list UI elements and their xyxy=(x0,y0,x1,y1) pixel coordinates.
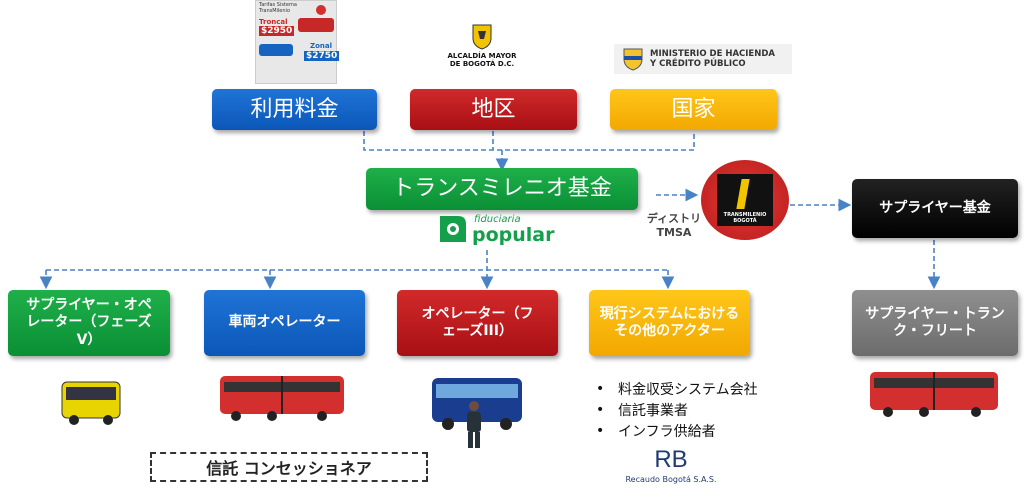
poster-zonal-price: $2750 xyxy=(304,51,340,61)
tmsa-stripe-icon xyxy=(736,179,750,209)
fiduciaria-big: popular xyxy=(472,224,555,246)
person-icon xyxy=(467,401,481,448)
vehicle-operator-box: 車両オペレーター xyxy=(204,290,365,356)
poster-troncal-label: Troncal xyxy=(259,18,288,26)
list-item-label: インフラ供給者 xyxy=(618,423,716,440)
poster-zonal-label: Zonal xyxy=(310,42,332,50)
list-item: •料金収受システム会社 xyxy=(596,380,758,398)
rb-small: Recaudo Bogotá S.A.S. xyxy=(625,475,717,484)
tmsa-line2: TMSA xyxy=(656,226,692,240)
tmsa-emblem: TRANSMILENIO BOGOTÁ xyxy=(717,174,773,226)
list-item: •信託事業者 xyxy=(596,401,688,419)
ministerio-line2: Y CRÉDITO PÚBLICO xyxy=(650,59,746,69)
fiduciaria-popular-logo: fiduciaria popular xyxy=(436,212,556,246)
bus-icon xyxy=(61,381,121,425)
ministerio-logo: MINISTERIO DE HACIENDA Y CRÉDITO PÚBLICO xyxy=(614,44,792,74)
alcaldia-line1: ALCALDÍA MAYOR xyxy=(447,52,517,60)
fare-poster: Tarifas Sistema TransMilenio Troncal $29… xyxy=(255,0,340,84)
bus-icon xyxy=(870,372,998,417)
supplier-fleet-box: サプライヤー・トランク・フリート xyxy=(852,290,1018,356)
list-item: •インフラ供給者 xyxy=(596,422,716,440)
list-item-label: 信託事業者 xyxy=(618,402,688,419)
tmsa-logo: TRANSMILENIO BOGOTÁ xyxy=(701,160,789,240)
transmilenio-fund-box: トランスミレニオ基金 xyxy=(366,168,638,210)
alcaldia-line2: DE BOGOTÁ D.C. xyxy=(449,60,515,68)
rb-logo: RB Recaudo Bogotá S.A.S. xyxy=(625,446,717,485)
other-actors-box: 現行システムにおけるその他のアクター xyxy=(589,290,750,356)
rb-big: RB xyxy=(654,446,688,473)
nation-box: 国家 xyxy=(610,89,777,130)
alcaldia-logo: ALCALDÍA MAYOR DE BOGOTÁ D.C. xyxy=(442,24,522,84)
connector-fare xyxy=(363,131,695,151)
fiduciaria-icon xyxy=(440,216,466,242)
colombia-seal-icon xyxy=(623,48,643,71)
supplier-fund-box: サプライヤー基金 xyxy=(852,179,1018,238)
fare-box: 利用料金 xyxy=(212,89,377,130)
tmsa-line1: ディストリ xyxy=(646,212,702,225)
concession-label: 信託 コンセッショネア xyxy=(150,452,428,482)
tmsa-label: ディストリ TMSA xyxy=(646,212,702,241)
poster-badge xyxy=(316,5,326,15)
district-box: 地区 xyxy=(410,89,577,130)
fiduciaria-small: fiduciaria xyxy=(474,214,521,225)
poster-troncal-price: $2950 xyxy=(259,26,295,36)
ministerio-line1: MINISTERIO DE HACIENDA xyxy=(650,49,775,59)
tmsa-logo-text: TRANSMILENIO BOGOTÁ xyxy=(723,212,767,224)
bus-icon xyxy=(259,44,293,56)
shield-icon xyxy=(472,24,492,50)
bus-icon xyxy=(220,376,344,421)
list-item-label: 料金収受システム会社 xyxy=(618,381,758,398)
operator-phase3-box: オペレーター（フェーズIII） xyxy=(397,290,558,356)
other-actors-list: •料金収受システム会社 •信託事業者 •インフラ供給者 xyxy=(596,378,758,441)
poster-header: Tarifas Sistema TransMilenio xyxy=(259,2,297,14)
bus-icon xyxy=(432,378,522,430)
bus-icon xyxy=(298,18,334,32)
supplier-operator-box: サプライヤー・オペレーター（フェーズV） xyxy=(8,290,170,356)
